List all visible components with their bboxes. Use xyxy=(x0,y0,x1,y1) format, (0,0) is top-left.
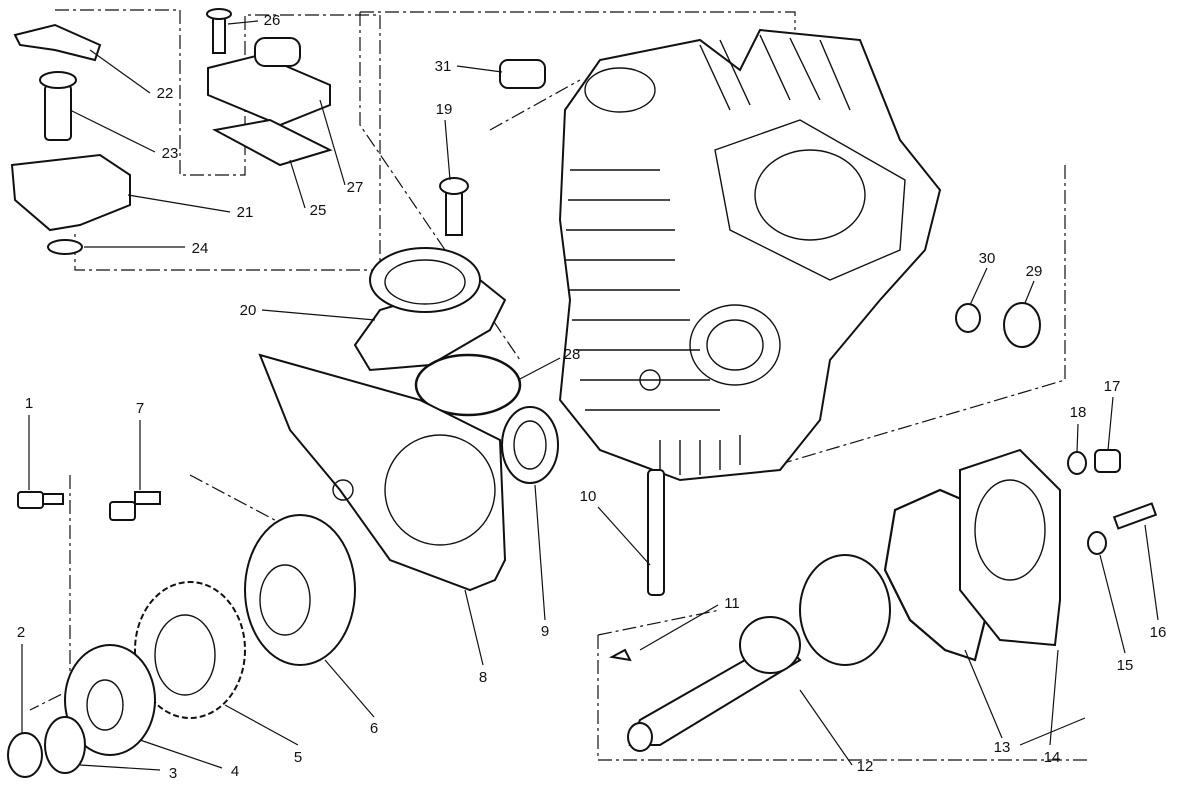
callout-6: 6 xyxy=(370,720,378,737)
callout-labels: 1 2 3 4 5 6 7 8 9 10 11 12 13 14 15 16 1… xyxy=(17,12,1167,782)
callout-18: 18 xyxy=(1070,404,1087,421)
callout-11: 11 xyxy=(724,595,740,612)
callout-3: 3 xyxy=(169,765,177,782)
callout-14: 14 xyxy=(1044,749,1061,766)
callout-7: 7 xyxy=(136,400,144,417)
callout-4: 4 xyxy=(231,763,239,780)
callout-16: 16 xyxy=(1150,624,1167,641)
callout-8: 8 xyxy=(479,669,487,686)
callout-25: 25 xyxy=(310,202,327,219)
callout-21: 21 xyxy=(237,204,254,221)
callout-22: 22 xyxy=(157,85,174,102)
callout-20: 20 xyxy=(240,302,257,319)
cylinder-head xyxy=(558,28,942,482)
parts xyxy=(7,8,1158,778)
callout-24: 24 xyxy=(192,240,209,257)
callout-13: 13 xyxy=(994,739,1011,756)
callout-17: 17 xyxy=(1104,378,1121,395)
callout-29: 29 xyxy=(1026,263,1043,280)
callout-19: 19 xyxy=(436,101,453,118)
callout-5: 5 xyxy=(294,749,302,766)
callout-9: 9 xyxy=(541,623,549,640)
callout-31: 31 xyxy=(435,58,452,75)
callout-12: 12 xyxy=(857,758,874,775)
callout-2: 2 xyxy=(17,624,25,641)
callout-1: 1 xyxy=(25,395,33,412)
callout-10: 10 xyxy=(580,488,597,505)
callout-26: 26 xyxy=(264,12,281,29)
leader-lines xyxy=(21,20,1159,771)
callout-30: 30 xyxy=(979,250,996,267)
callout-23: 23 xyxy=(162,145,179,162)
callout-15: 15 xyxy=(1117,657,1134,674)
callout-28: 28 xyxy=(564,346,581,363)
callout-27: 27 xyxy=(347,179,364,196)
